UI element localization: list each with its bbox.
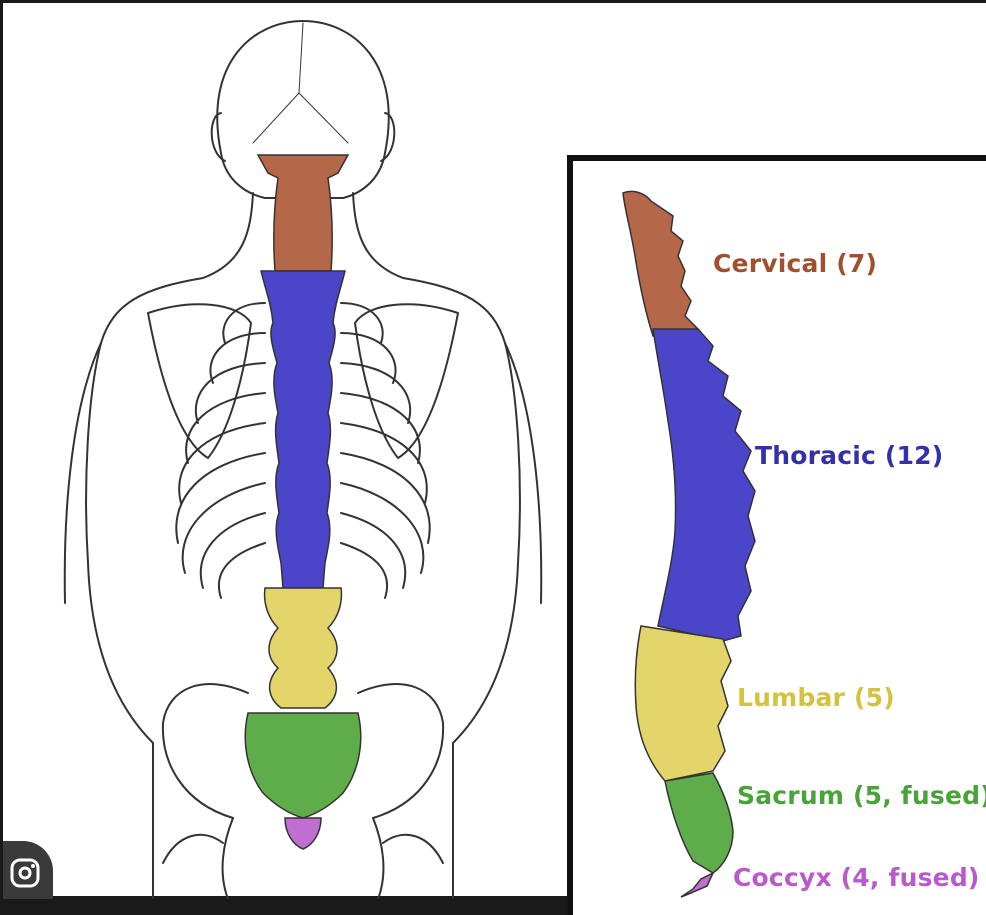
- left-scapula: [147, 303, 252, 459]
- left-coccyx-region: [284, 817, 322, 850]
- neck-outline: [202, 192, 254, 279]
- left-lumbar-region: [263, 587, 343, 709]
- left-spine: [244, 154, 362, 850]
- left-cervical-region: [256, 154, 350, 272]
- right-cervical-region: [622, 190, 700, 337]
- right-ilium: [357, 683, 445, 819]
- right-scapula: [354, 303, 459, 459]
- spine-lateral-panel: Cervical (7) Thoracic (12) Lumbar (5) Sa…: [567, 155, 986, 915]
- torso-back-illustration: [63, 20, 543, 899]
- right-ribs: [340, 302, 431, 599]
- right-thoracic-region: [652, 328, 756, 642]
- left-sacrum-region: [244, 712, 362, 819]
- lens-icon: [10, 858, 40, 888]
- right-coccyx-region: [680, 871, 715, 898]
- torso-outline: [85, 277, 204, 899]
- label-thoracic: Thoracic (12): [755, 441, 944, 470]
- lateral-spine-illustration: [622, 190, 756, 898]
- label-coccyx: Coccyx (4, fused): [733, 863, 980, 892]
- lens-button[interactable]: [3, 841, 53, 899]
- left-thoracic-region: [260, 270, 346, 589]
- head-outline: [216, 20, 390, 199]
- label-lumbar: Lumbar (5): [737, 683, 895, 712]
- label-cervical: Cervical (7): [713, 249, 878, 278]
- right-sacrum-region: [664, 772, 734, 874]
- right-lumbar-region: [634, 625, 732, 782]
- label-sacrum: Sacrum (5, fused): [737, 781, 986, 810]
- left-ribs: [175, 302, 266, 599]
- left-ilium: [161, 683, 249, 819]
